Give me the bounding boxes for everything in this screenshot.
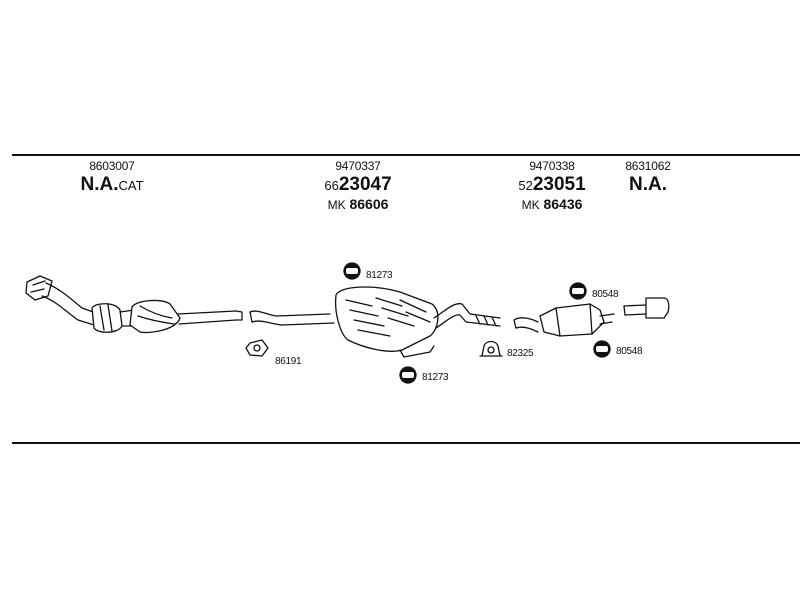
- rear-silencer-part-number: 9470338: [529, 159, 575, 173]
- hanger-icon-front-top: [343, 262, 361, 280]
- catalytic-converter-drawing: [25, 275, 243, 334]
- tail-pipe-code: N.A.: [629, 174, 667, 195]
- rear-silencer-code: 5223051: [518, 174, 586, 195]
- catalytic-converter-header: 8603007 N.A.CAT: [72, 160, 152, 194]
- catalytic-converter-code: N.A.CAT: [80, 174, 144, 195]
- rear-silencer-mk: MK 86436: [521, 196, 583, 212]
- hanger-icon-rear-bottom: [593, 340, 611, 358]
- clamp-part-number: 82325: [507, 348, 534, 359]
- middle-silencer-drawing: [249, 286, 501, 358]
- rear-silencer-drawing: [513, 303, 615, 337]
- hanger-front-bottom-part-number: 81273: [422, 372, 449, 383]
- hanger-rear-bottom-part-number: 80548: [616, 346, 643, 357]
- hanger-rear-top-part-number: 80548: [592, 289, 619, 300]
- hanger-front-top-part-number: 81273: [366, 270, 393, 281]
- rear-silencer-header: 9470338 5223051 MK 86436: [502, 160, 602, 211]
- catalytic-converter-part-number: 8603007: [89, 159, 135, 173]
- hanger-icon-front-bottom: [399, 366, 417, 384]
- top-divider-line: [12, 154, 800, 156]
- middle-silencer-mk: MK 86606: [327, 196, 389, 212]
- middle-silencer-header: 9470337 6623047 MK 86606: [308, 160, 408, 211]
- middle-silencer-code: 6623047: [324, 174, 392, 195]
- tail-pipe-drawing: [623, 297, 670, 319]
- hanger-icon-rear-top: [569, 282, 587, 300]
- bottom-divider-line: [12, 442, 800, 444]
- gasket-icon: [245, 339, 269, 357]
- clamp-icon: [479, 340, 503, 357]
- tail-pipe-part-number: 8631062: [625, 159, 671, 173]
- tail-pipe-header: 8631062 N.A.: [618, 160, 678, 194]
- gasket-part-number: 86191: [275, 356, 302, 367]
- middle-silencer-part-number: 9470337: [335, 159, 381, 173]
